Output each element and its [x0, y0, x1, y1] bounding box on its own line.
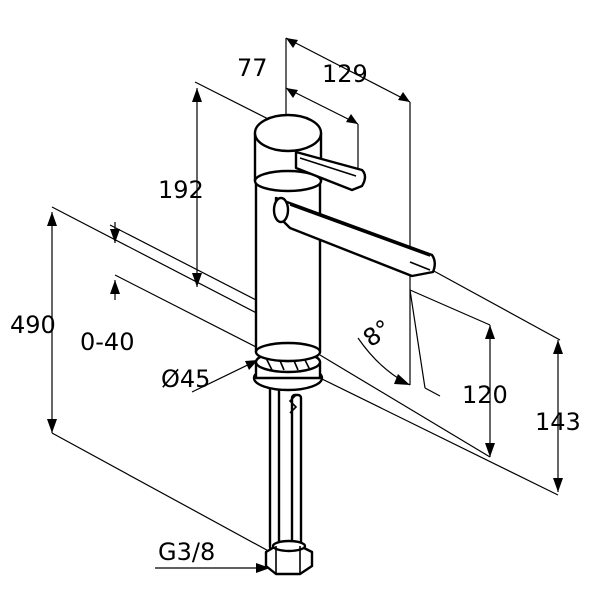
arrowheads: [47, 38, 563, 573]
dim-diameter-label: Ø45: [161, 365, 210, 393]
top-cap: [253, 113, 323, 193]
spout: [272, 196, 436, 278]
dimension-labels: 77 129 192 490 0-40 Ø45 120 143 8° G3/8: [10, 54, 581, 566]
dim-77-label: 77: [237, 54, 268, 82]
dim-thread-label: G3/8: [158, 538, 215, 566]
dim-129-label: 129: [322, 60, 368, 88]
dim-192-label: 192: [158, 176, 204, 204]
connector-nut: [264, 539, 314, 576]
dim-0-40-label: 0-40: [80, 328, 134, 356]
dim-490-label: 490: [10, 311, 56, 339]
dim-143-label: 143: [535, 408, 581, 436]
supply-hoses: [268, 383, 303, 552]
faucet: [252, 113, 436, 576]
lever-handle: [294, 150, 367, 192]
dim-120-label: 120: [462, 381, 508, 409]
